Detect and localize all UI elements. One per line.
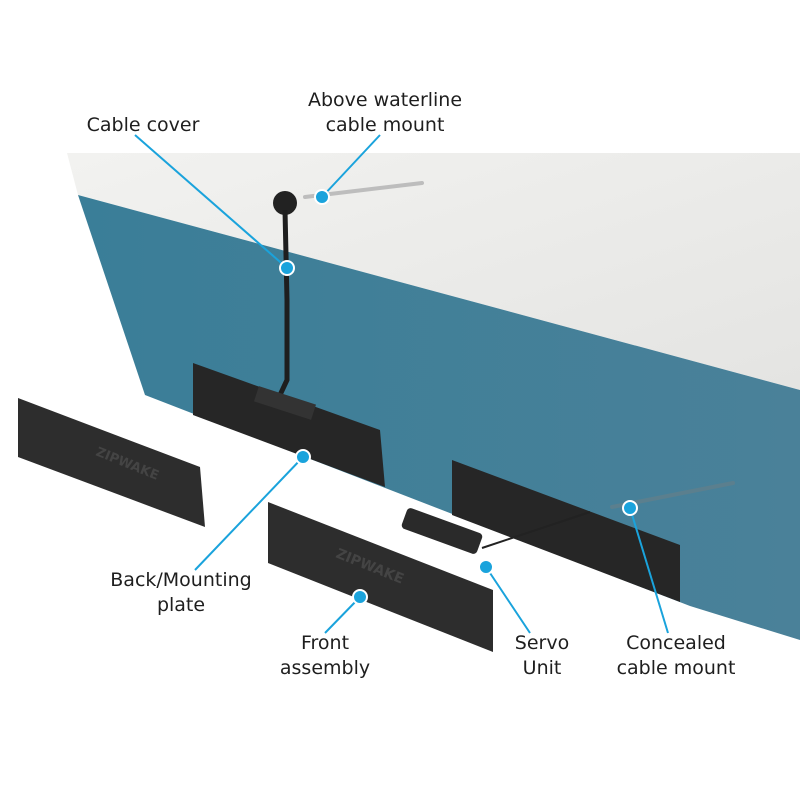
- callout-dot: [622, 500, 638, 516]
- back-plate-right: [452, 460, 680, 602]
- label-line: Above waterline: [307, 89, 463, 111]
- servo-left: [253, 386, 317, 420]
- callout-dot: [314, 189, 330, 205]
- callout-dot: [295, 449, 311, 465]
- label-back-mounting-plate: Back/Mounting plate: [110, 568, 251, 618]
- label-front-assembly: Front assembly: [280, 631, 370, 681]
- label-line: cable mount: [325, 114, 445, 136]
- callout-line-concealed: [629, 507, 669, 634]
- front-assembly-left: [18, 398, 205, 527]
- callout-dot: [279, 260, 295, 276]
- cable-cover: [277, 209, 290, 397]
- hull-topside: [67, 153, 800, 390]
- callout-dot: [352, 589, 368, 605]
- callout-line-above-waterline: [321, 134, 381, 198]
- label-servo-unit: Servo Unit: [515, 631, 569, 681]
- servo-unit: [401, 508, 483, 554]
- label-line: Back/Mounting: [110, 569, 252, 591]
- label-line: Unit: [522, 657, 562, 679]
- waterline-mount: [273, 191, 297, 215]
- label-cable-cover: Cable cover: [87, 113, 200, 138]
- label-line: assembly: [279, 657, 371, 679]
- back-plate-left: [193, 363, 385, 487]
- callout-line-back-plate: [194, 456, 304, 571]
- label-line: Front: [300, 632, 350, 654]
- callout-line-front-assembly: [324, 596, 361, 634]
- label-line: Concealed: [626, 632, 726, 654]
- callout-line-cable-cover: [134, 134, 288, 269]
- label-above-waterline-cable-mount: Above waterline cable mount: [308, 88, 462, 138]
- front-assembly-center: [268, 502, 493, 652]
- label-line: Servo: [514, 632, 570, 654]
- callout-line-servo: [485, 566, 531, 634]
- label-line: cable mount: [616, 657, 736, 679]
- label-concealed-cable-mount: Concealed cable mount: [617, 631, 736, 681]
- label-line: plate: [156, 594, 206, 616]
- callout-dot: [478, 559, 494, 575]
- label-line: Cable cover: [86, 114, 200, 136]
- servo-cable: [481, 511, 591, 549]
